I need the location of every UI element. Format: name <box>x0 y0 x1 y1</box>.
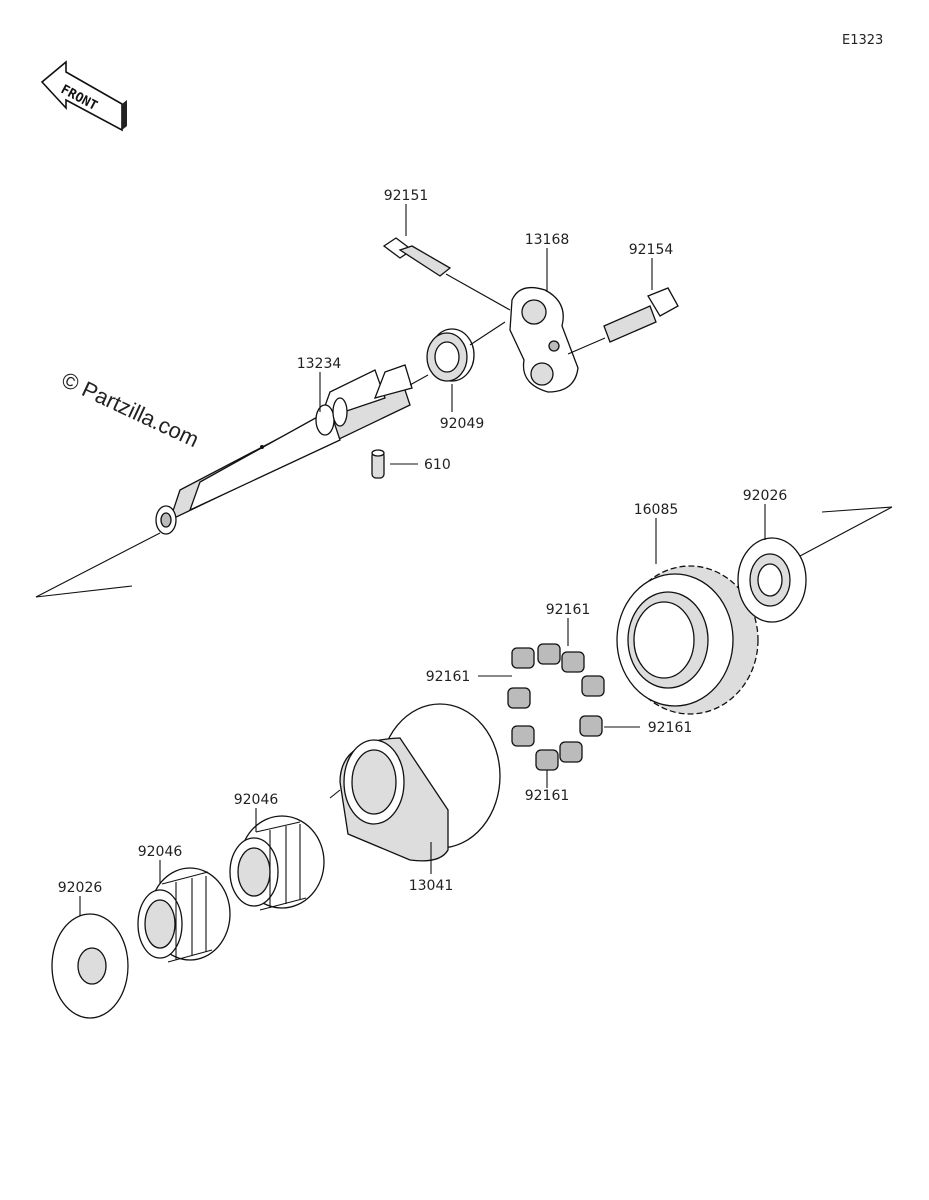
oil-seal-92049[interactable] <box>426 328 475 382</box>
lever-13168[interactable] <box>509 286 579 393</box>
front-arrow-icon: FRONT <box>40 60 127 132</box>
pin-610[interactable] <box>371 449 385 479</box>
part-label-92161-left: 92161 <box>426 669 471 685</box>
needle-bearing-92046-lower[interactable] <box>137 867 231 963</box>
part-label-92049: 92049 <box>440 416 485 432</box>
bolt-92151[interactable] <box>382 237 452 277</box>
washer-92026-right[interactable] <box>737 537 807 623</box>
watermark: © Partzilla.com <box>58 367 203 452</box>
gear-16085[interactable] <box>616 565 759 715</box>
part-label-610: 610 <box>424 457 451 473</box>
bolt-92154[interactable] <box>603 287 679 343</box>
hub-13041[interactable] <box>339 703 501 862</box>
part-label-13168: 13168 <box>525 232 570 248</box>
part-label-13234: 13234 <box>297 356 342 372</box>
leader-lines <box>79 204 766 916</box>
part-label-92026-right: 92026 <box>743 488 788 504</box>
part-label-13041: 13041 <box>409 878 454 894</box>
damper-rubbers-92161[interactable] <box>507 643 605 771</box>
part-label-92046-lower: 92046 <box>138 844 183 860</box>
part-label-92026-left: 92026 <box>58 880 103 896</box>
part-label-92046-upper: 92046 <box>234 792 279 808</box>
part-label-92161-top: 92161 <box>546 602 591 618</box>
washer-92026-left[interactable] <box>51 913 129 1019</box>
part-label-16085: 16085 <box>634 502 679 518</box>
part-label-92154: 92154 <box>629 242 674 258</box>
part-label-92161-right: 92161 <box>648 720 693 736</box>
shaft-13234[interactable] <box>155 364 413 535</box>
needle-bearing-92046-upper[interactable] <box>229 815 325 911</box>
diagram-code: E1323 <box>842 33 883 48</box>
part-label-92161-bottom: 92161 <box>525 788 570 804</box>
part-label-92151: 92151 <box>384 188 429 204</box>
